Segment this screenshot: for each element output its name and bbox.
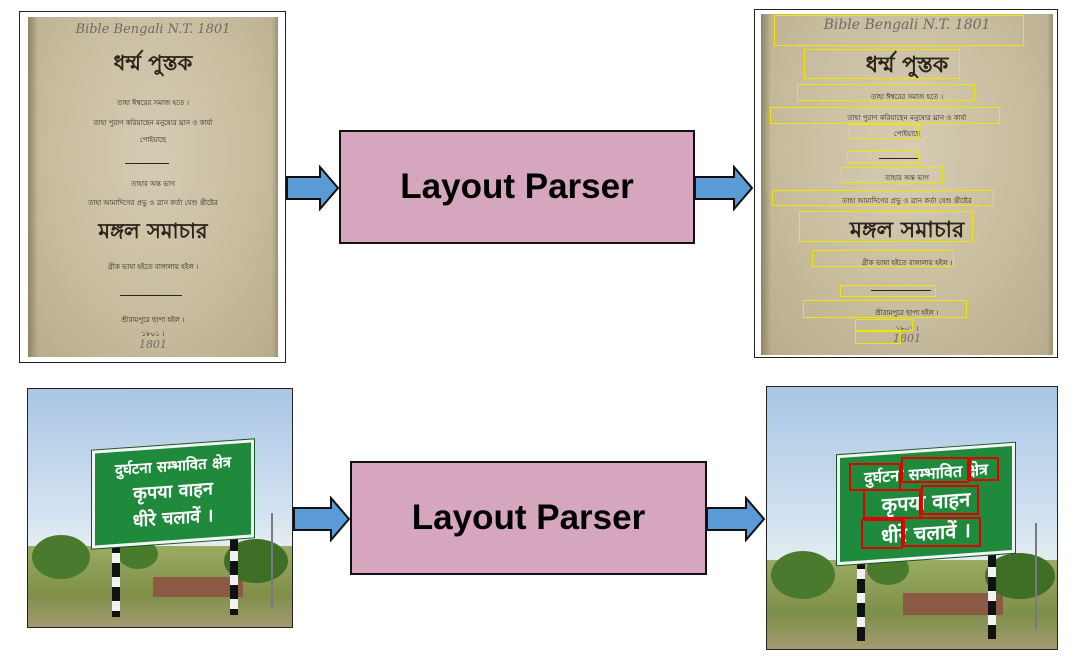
detected-block [855,331,901,344]
output-sign-photo: दुर्घटना सम्भावित क्षेत्र कृपया वाहन धीर… [766,386,1058,650]
power-pole [271,513,273,609]
sign-pole [857,555,865,641]
building [903,593,1003,615]
document-line-5: তাহা আমাদিগের প্রভু ও ত্রান কর্তা যেশু খ… [842,197,972,205]
document-line-8: ১৮০১ । [895,325,919,333]
document-title: ধর্ম্ম পুস্তক [865,53,949,78]
detected-block [847,151,919,163]
detected-block [812,250,954,267]
sign-word: सम्भावित [156,454,207,477]
document-line-8: ১৮০১ । [141,330,165,338]
layout-parser-box: Layout Parser [339,130,695,244]
document-line-5: তাহা আমাদিগের প্রভু ও ত্রান কর্তা যেশু খ… [88,199,218,207]
arrow-right-icon [293,496,351,542]
sign-pole [112,539,120,617]
document-line-6: গ্রীক ভাষা হইতে বাঙ্গালায় হইল । [861,259,953,267]
detected-block [799,211,973,242]
detected-block [804,49,960,79]
detected-block [855,319,913,331]
layout-parser-label: Layout Parser [411,498,646,537]
year-note: 1801 [893,332,921,345]
document-line-7: শ্রীরামপুরে ছাপা হইল । [875,309,939,317]
document-line-3: পোইয়াছে [139,136,167,144]
divider-rule [125,163,169,164]
document-line-6: গ্রীক ভাষা হইতে বাঙ্গালায় হইল । [107,263,199,271]
sign-word: कृपया [133,481,173,505]
building [153,577,243,597]
document-line-4: তাহার অন্ত ভাগ [130,180,175,188]
arrow-right-icon [706,496,766,542]
pencil-note: Bible Bengali N.T. 1801 [75,22,231,37]
detected-word-box [861,519,903,549]
document-line-4: তাহার অন্ত ভাগ [884,174,929,182]
detected-word-box [901,457,969,483]
pencil-note: Bible Bengali N.T. 1801 [823,17,991,33]
document-line-1: তাহা ঈশ্বরের সমাজ হতে । [870,93,944,101]
document-line-1: তাহা ঈশ্বরের সমাজ হতে । [116,99,190,107]
detected-block [849,124,919,139]
tree [32,535,90,579]
detected-block [770,107,1000,124]
sign-word: चलावें [161,506,201,530]
detected-word-box [849,463,901,491]
output-document-frame: Bible Bengali N.T. 1801 ধর্ম্ম পুস্তক তা… [754,9,1058,358]
input-document-frame: Bible Bengali N.T. 1801 ধর্ম্ম পুস্তক তা… [19,11,286,363]
input-document-page: Bible Bengali N.T. 1801 ধর্ম্ম পুস্তক তা… [28,17,278,357]
input-sign-photo: दुर्घटना सम्भावित क्षेत्र कृपया वाहन धीर… [27,388,293,628]
detected-block [803,300,967,318]
document-title: ধর্ম্ম পুস্তক [113,51,193,75]
arrow-right-icon [286,165,340,211]
layout-parser-box: Layout Parser [350,461,707,575]
sign-word: दुर्घटना [115,458,152,480]
document-heading: মঙ্গল সমাচার [849,218,965,243]
divider-rule [871,290,931,291]
detected-block [797,84,975,101]
tree [771,551,835,599]
tree [985,553,1055,599]
detected-word-box [969,457,999,481]
sign-word: वाहन [178,478,213,502]
layout-parser-label: Layout Parser [400,167,634,206]
sign-word: क्षेत्र [211,452,231,473]
year-note: 1801 [139,338,167,351]
document-heading: মঙ্গল সমাচার [98,219,208,243]
document-line-7: শ্রীরামপুরে ছাপা হইল । [121,316,185,324]
detected-block [840,285,936,297]
sign-pole [988,553,996,639]
divider-rule [879,158,919,159]
output-document-page: Bible Bengali N.T. 1801 ধর্ম্ম পুস্তক তা… [761,14,1053,355]
document-line-2: তাহা পুরাণ করিয়াছেন মনুষ্যের ঘ্রান ও কা… [847,114,967,122]
road-sign: दुर्घटना सम्भावित क्षेत्र कृपया वाहन धीर… [92,439,254,549]
detected-block [774,15,1024,46]
power-pole [1035,523,1037,629]
detected-block [772,190,994,206]
detected-word-box [921,485,979,515]
document-line-3: পোইয়াছে [893,130,921,138]
sign-pole [230,537,238,615]
sign-word: । [206,505,214,527]
arrow-right-icon [694,165,754,211]
document-line-2: তাহা পুরাণ করিয়াছেন মনুষ্যের ঘ্রান ও কা… [93,119,213,127]
sign-word: धीरे [132,509,156,532]
detected-word-box [903,517,981,547]
detected-block [841,167,943,183]
detected-word-box [863,489,921,519]
divider-rule [120,295,182,296]
